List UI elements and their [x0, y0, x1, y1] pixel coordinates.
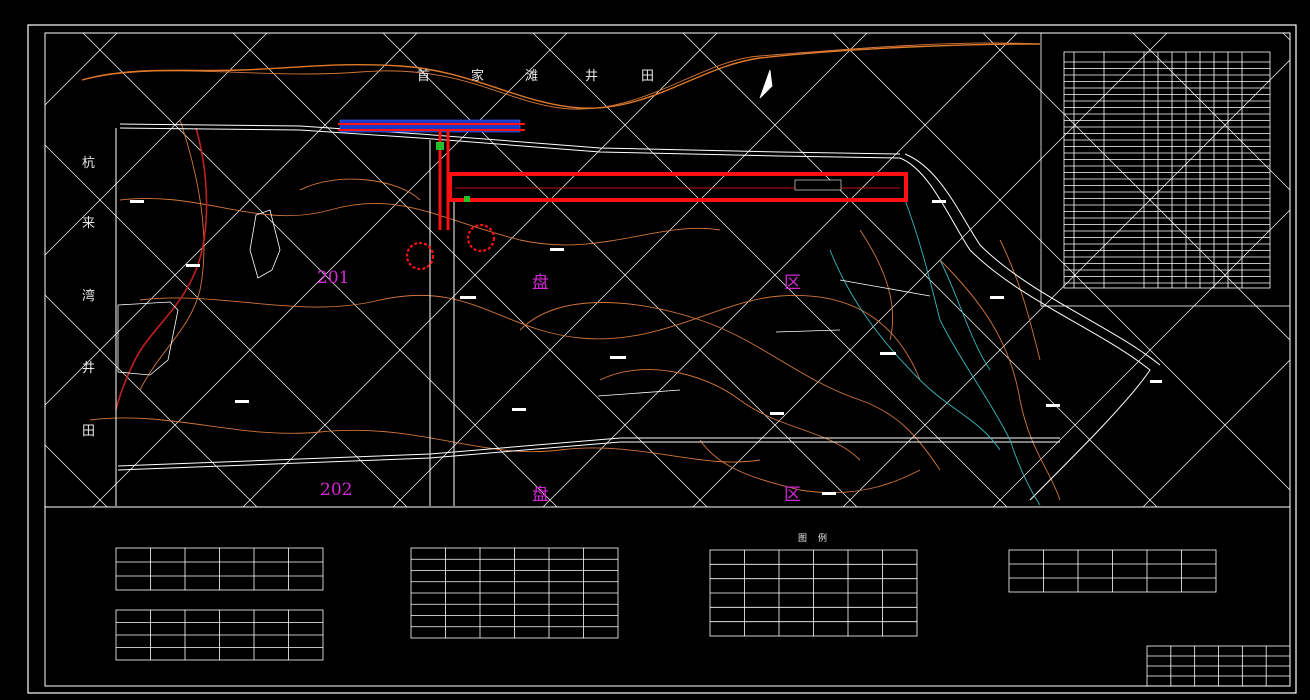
bottom-tables: [115, 547, 1291, 687]
panel-202-char-1: 盘: [532, 485, 549, 505]
left-field-char-4: 井: [82, 361, 96, 376]
left-field-char-5: 田: [82, 424, 96, 439]
panel-201-code: 201: [317, 268, 350, 288]
top-field-char-3: 滩: [525, 69, 539, 84]
field-boundary-left: [115, 127, 208, 411]
panel-201-char-1: 盘: [532, 273, 549, 293]
panel-202-code: 202: [320, 480, 353, 500]
top-field-char-2: 家: [471, 69, 485, 84]
equipment-table: [1040, 32, 1291, 307]
left-field-char-2: 来: [82, 216, 96, 231]
streams: [829, 199, 1041, 506]
panel-201-char-2: 区: [784, 273, 801, 293]
top-field-char-1: 首: [417, 69, 431, 84]
legend-title-char-1: 图: [798, 534, 808, 544]
structure-marks: [117, 69, 931, 397]
inner-frame: [44, 32, 1291, 687]
elevation-points: [130, 200, 1162, 495]
top-field-char-5: 田: [641, 69, 655, 84]
outer-frame: [27, 24, 1297, 694]
roads: [115, 123, 1161, 506]
panel-202-char-2: 区: [784, 485, 801, 505]
field-boundary-top: [81, 43, 1041, 109]
legend-title-char-2: 例: [818, 534, 828, 544]
left-field-char-1: 杭: [82, 156, 96, 171]
top-field-char-4: 井: [585, 69, 599, 84]
contour-lines: [81, 42, 1061, 501]
left-field-char-3: 湾: [82, 289, 96, 304]
main-roadways: [338, 119, 908, 271]
